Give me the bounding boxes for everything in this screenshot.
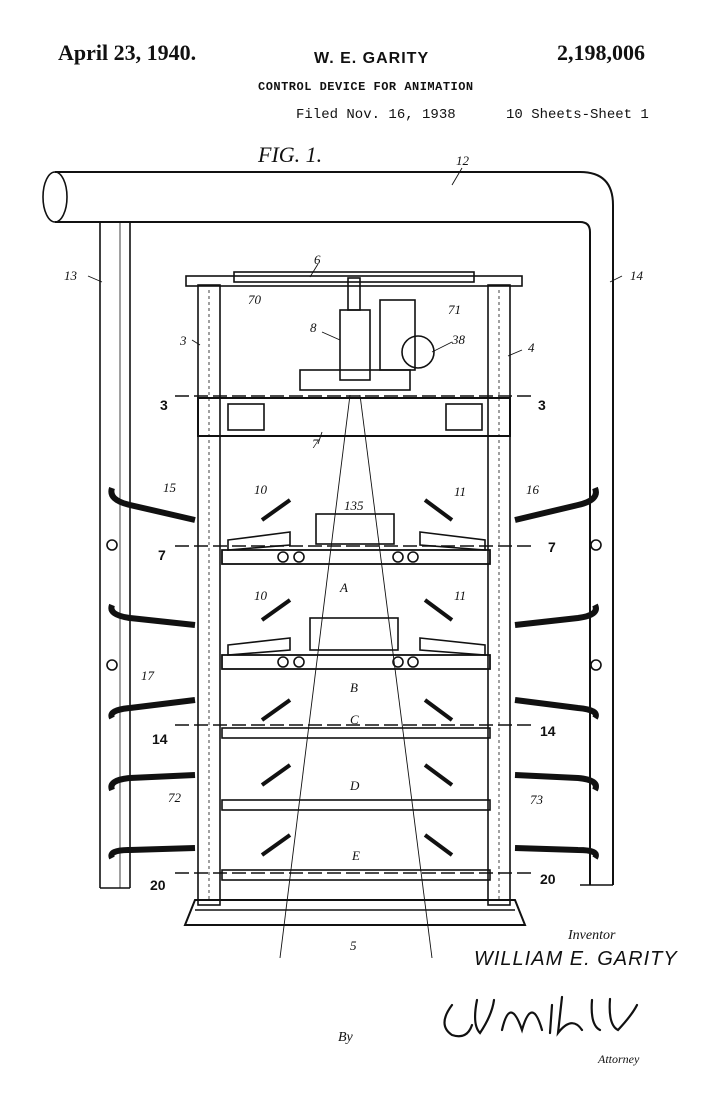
- ref-A: A: [339, 580, 348, 595]
- sheet-count: 10 Sheets-Sheet 1: [506, 107, 649, 123]
- ref-135: 135: [344, 498, 364, 513]
- filed-date: Filed Nov. 16, 1938: [296, 107, 456, 123]
- patent-date: April 23, 1940.: [58, 40, 197, 65]
- patent-title: CONTROL DEVICE FOR ANIMATION: [258, 80, 474, 94]
- ref-5: 5: [350, 938, 357, 953]
- ref-38: 38: [451, 332, 466, 347]
- ref-6: 6: [314, 252, 321, 267]
- ref-15: 15: [163, 480, 177, 495]
- ref-3: 3: [179, 333, 187, 348]
- inventor-header: W. E. GARITY: [314, 50, 430, 67]
- ref-11-b: 11: [454, 588, 466, 603]
- section-3-right: 3: [538, 397, 546, 413]
- ref-12: 12: [456, 153, 470, 168]
- ref-10-b: 10: [254, 588, 268, 603]
- inventor-caption: Inventor: [568, 928, 616, 943]
- patent-number: 2,198,006: [557, 40, 645, 65]
- ref-14: 14: [630, 268, 644, 283]
- ref-E: E: [351, 848, 360, 863]
- section-20-left: 20: [150, 877, 166, 893]
- attorney-signature: [443, 995, 639, 1038]
- section-14-right: 14: [540, 723, 556, 739]
- attorney-caption: Attorney: [598, 1052, 640, 1066]
- ref-D: D: [349, 778, 360, 793]
- ref-13: 13: [64, 268, 78, 283]
- inventor-name: WILLIAM E. GARITY: [474, 948, 678, 970]
- section-7-left: 7: [158, 547, 166, 563]
- ref-B: B: [350, 680, 358, 695]
- ref-4: 4: [528, 340, 535, 355]
- ref-8: 8: [310, 320, 317, 335]
- ref-70: 70: [248, 292, 262, 307]
- section-3-left: 3: [160, 397, 168, 413]
- figure-label: FIG. 1.: [258, 142, 323, 167]
- ref-7: 7: [312, 436, 319, 451]
- section-14-left: 14: [152, 731, 168, 747]
- ref-11: 11: [454, 484, 466, 499]
- ref-73: 73: [530, 792, 544, 807]
- ref-10: 10: [254, 482, 268, 497]
- ref-16: 16: [526, 482, 540, 497]
- ref-C: C: [350, 712, 359, 727]
- drawing-lines: [42, 167, 623, 959]
- by-caption: By: [338, 1030, 353, 1045]
- ref-72: 72: [168, 790, 182, 805]
- ref-17: 17: [141, 668, 155, 683]
- ref-71: 71: [448, 302, 461, 317]
- section-20-right: 20: [540, 871, 556, 887]
- section-7-right: 7: [548, 539, 556, 555]
